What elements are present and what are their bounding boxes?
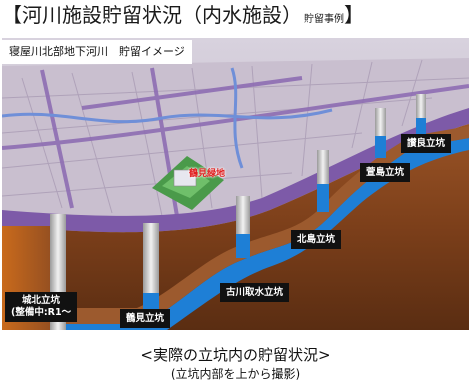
shaft-sanuki-water [416, 118, 426, 140]
shaft-sanuki [416, 94, 426, 140]
landmark-label: 鶴見緑地 [189, 169, 226, 179]
title-close-bracket: 】 [344, 3, 364, 27]
footer-heading: <実際の立坑内の貯留状況> [140, 346, 331, 364]
tunnel-water [62, 138, 469, 330]
label-kitajima-shaft: 北島立坑 [291, 230, 342, 249]
figure-caption: 寝屋川北部地下河川 貯留イメージ [2, 40, 192, 64]
title-open-bracket: 【 [2, 3, 22, 27]
label-tsurumi-shaft: 鶴見立坑 [120, 309, 171, 328]
surface-rivers [2, 67, 333, 169]
surface-edge [2, 108, 469, 233]
label-jouhoku-shaft: 城北立坑 (整備中:R1～ [5, 292, 78, 322]
title-main: 河川施設貯留状況（内水施設） [22, 3, 302, 27]
page-title: 【河川施設貯留状況（内水施設）貯留事例】 [2, 0, 364, 30]
footer-subheading: (立坑内部を上から撮影) [170, 367, 301, 381]
building [173, 169, 197, 187]
label-sanuki-shaft: 讃良立坑 [401, 134, 452, 153]
shaft-kayashima [375, 108, 386, 158]
label-furukawa-shaft: 古川取水立坑 [220, 283, 290, 302]
shaft-kitajima-water [317, 184, 329, 212]
label-jouhoku-line2: (整備中:R1～ [11, 307, 72, 318]
shaft-furukawa-water [236, 234, 250, 258]
title-sub: 貯留事例 [304, 14, 344, 25]
shaft-kayashima-water [375, 136, 386, 158]
earth-cross-section [2, 124, 469, 330]
label-jouhoku-line1: 城北立坑 [22, 295, 61, 306]
label-kayashima-shaft: 萱島立坑 [360, 163, 411, 182]
